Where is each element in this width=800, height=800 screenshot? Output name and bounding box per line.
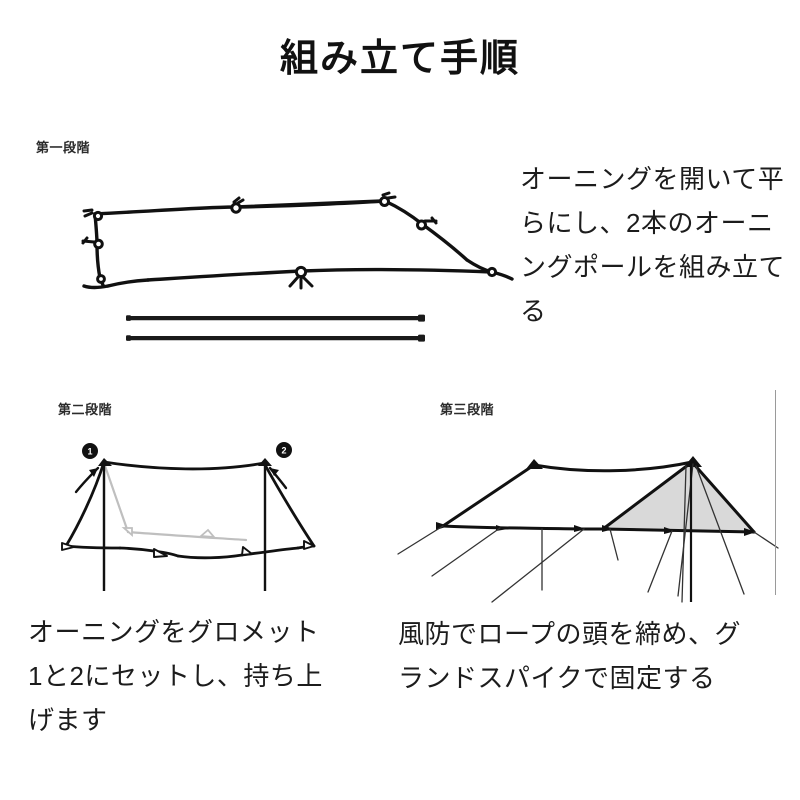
step-3-label: 第三段階: [440, 402, 495, 417]
grommet-marker-2: 2: [276, 442, 292, 458]
panel-divider-rule: [775, 390, 776, 595]
step-2-label: 第二段階: [58, 402, 113, 417]
shaded-end-panel: [603, 462, 754, 532]
guy-lines: [397, 463, 779, 603]
step-3-figure-pitched-tarp: [397, 456, 779, 603]
step-1-caption: オーニングを開いて平らにし、2本のオーニングポールを組み立てる: [520, 164, 786, 326]
page-title: 組み立て手順: [279, 38, 520, 80]
step-3-caption: 風防でロープの頭を締め、グランドスパイクで固定する: [398, 619, 741, 693]
step-2-caption: オーニングをグロメット1と2にセットし、持ち上げます: [28, 617, 323, 735]
step-1-label: 第一段階: [36, 140, 91, 155]
grommet-marker-1: 1: [82, 443, 98, 459]
pole-pair: [126, 314, 425, 342]
step-2-figure-a-frame-tarp: 1 2: [61, 442, 316, 591]
grommet-marker-2-text: 2: [281, 446, 286, 456]
step-1-figure-flat-tarp-with-two-poles: [81, 191, 514, 342]
grommet-marker-1-text: 1: [87, 447, 92, 457]
